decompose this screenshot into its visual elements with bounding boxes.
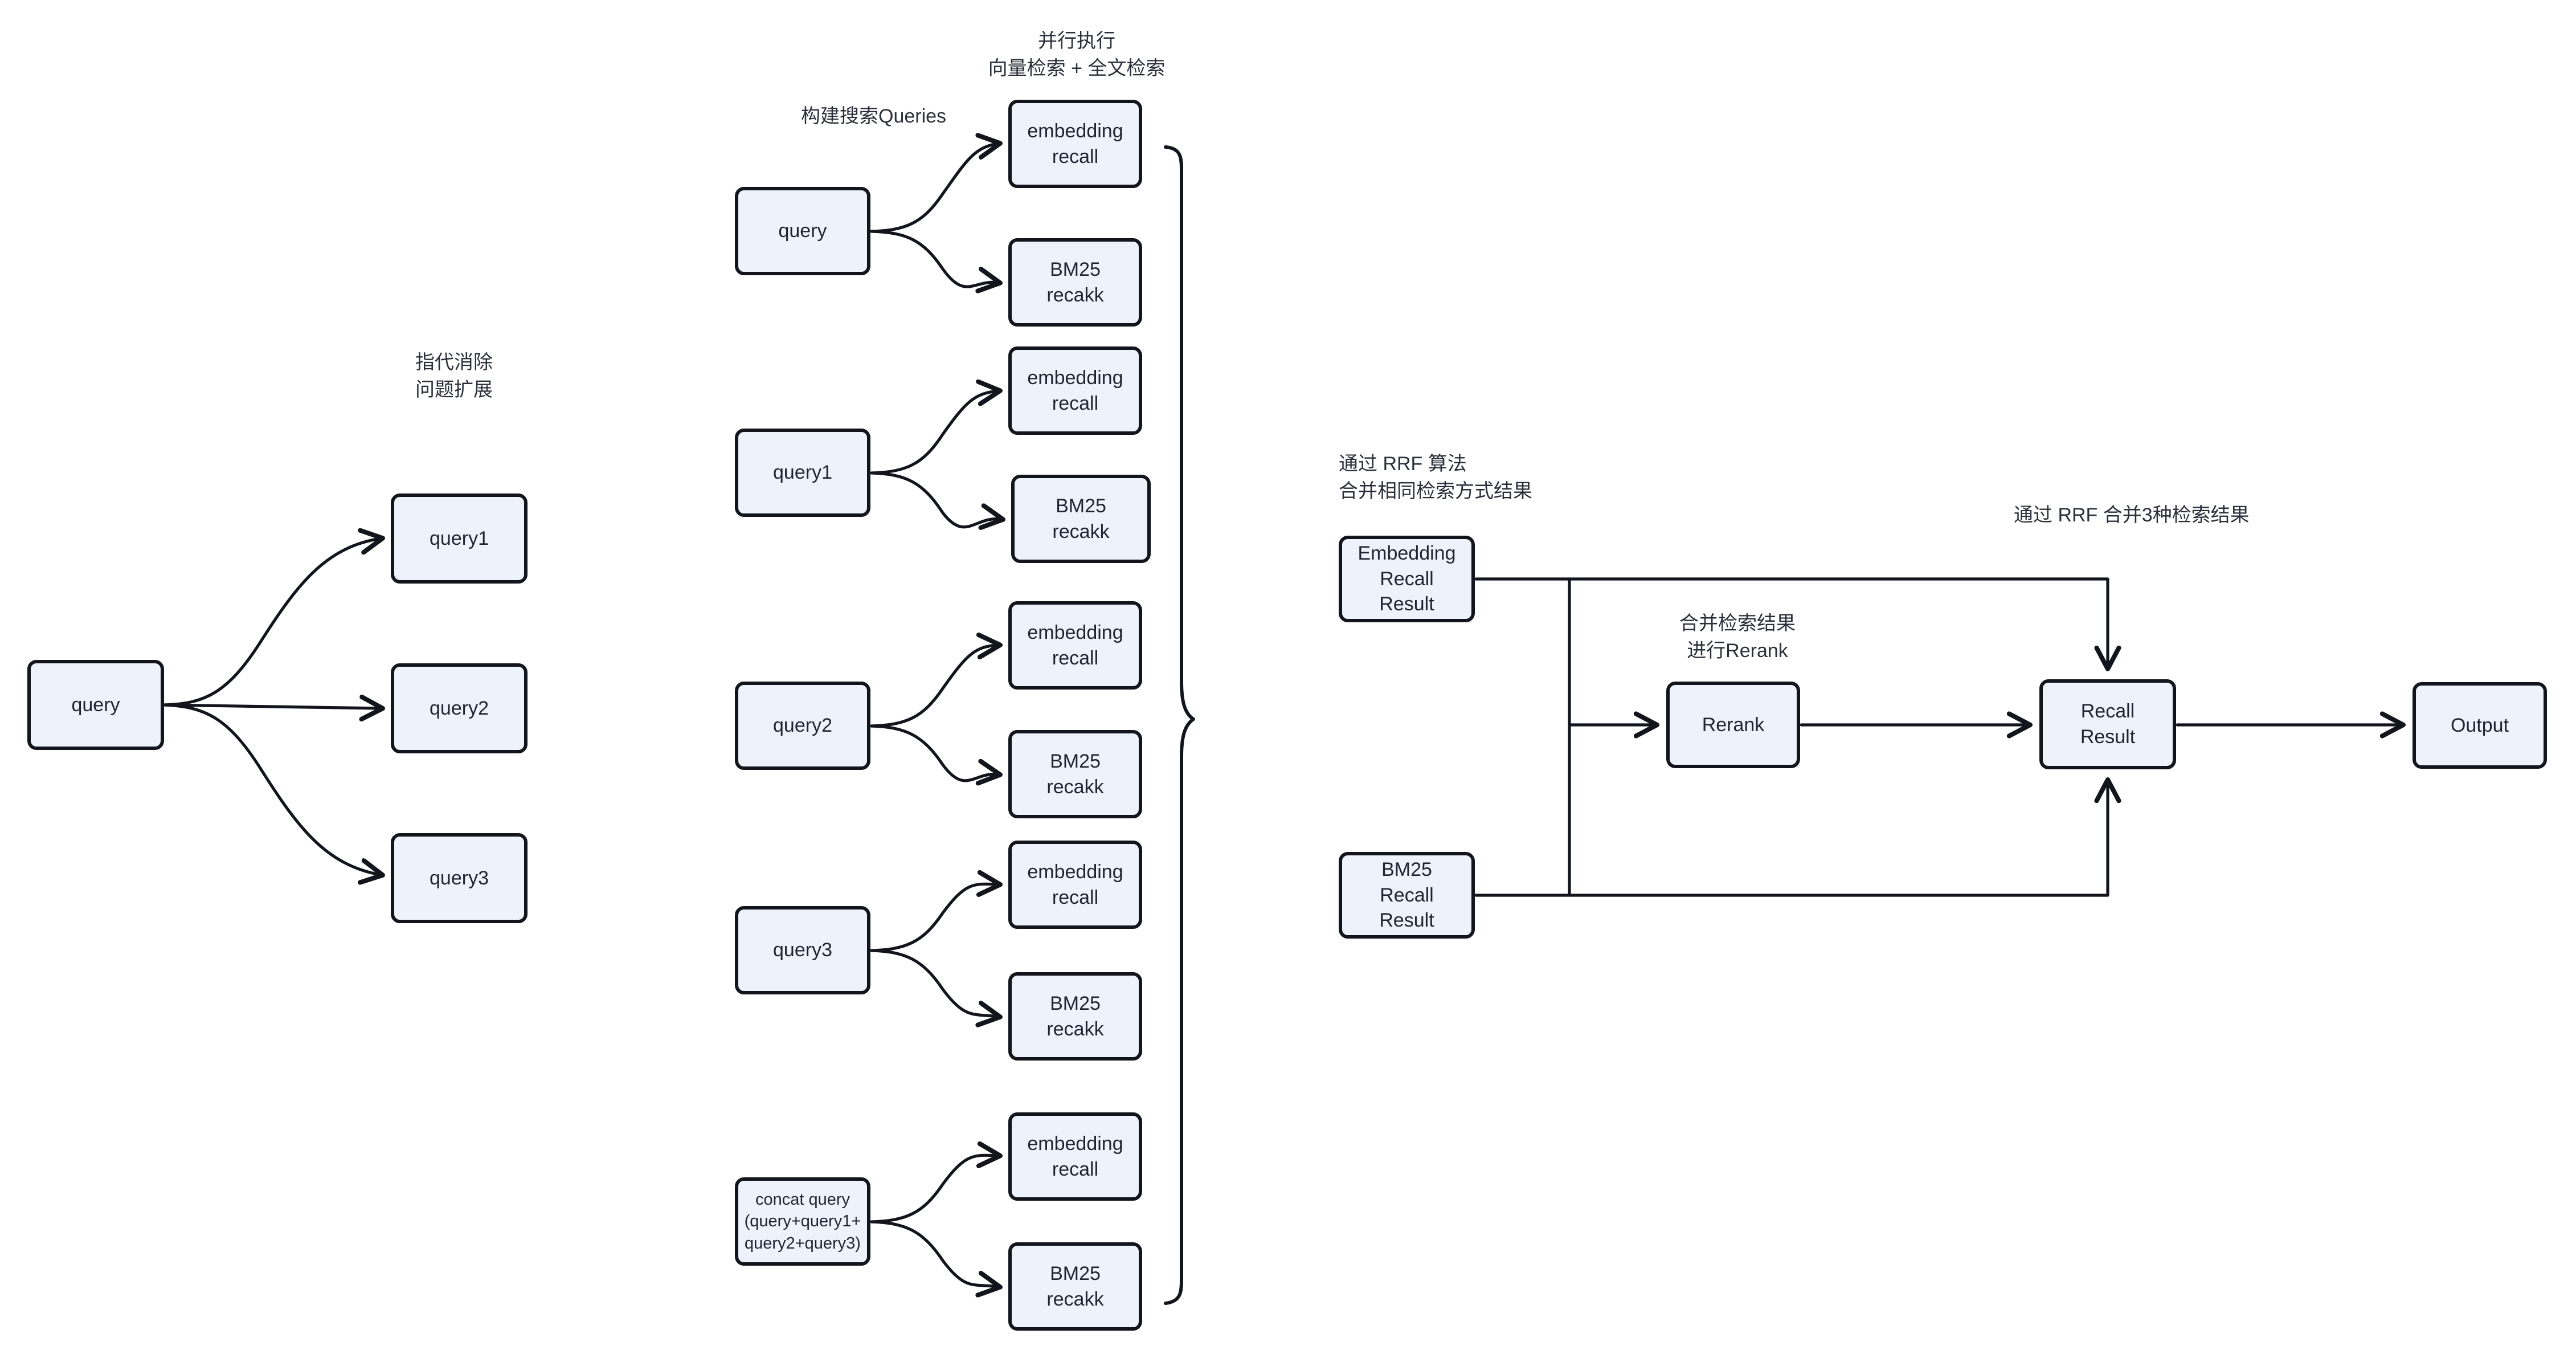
note-rrf-three: 通过 RRF 合并3种检索结果 [2014,504,2250,526]
node-bm25-3[interactable]: BM25 recakk [1008,730,1142,818]
node-query2-left[interactable]: query2 [391,663,528,753]
node-embedding-5[interactable]: embedding recall [1008,1112,1142,1201]
node-bm25-4[interactable]: BM25 recakk [1008,972,1142,1061]
edges-row-query1 [870,391,1001,527]
node-embedding-1[interactable]: embedding recall [1008,100,1142,188]
edges-row-query2 [870,645,998,781]
node-query1-left[interactable]: query1 [391,494,528,584]
node-query3-mid[interactable]: query3 [735,906,870,994]
note-rrf-same: 通过 RRF 算法 合并相同检索方式结果 [1339,453,1532,503]
node-bm25-recall-result[interactable]: BM25 Recall Result [1339,852,1475,939]
node-rerank[interactable]: Rerank [1666,682,1800,768]
edges-row-query [870,144,998,287]
node-bm25-5[interactable]: BM25 recakk [1008,1242,1142,1331]
edges-row-concat [870,1155,998,1287]
edges-row-query3 [870,884,998,1017]
node-query1-mid[interactable]: query1 [735,429,870,517]
edges-query-expansion [163,539,381,875]
node-output[interactable]: Output [2413,682,2547,769]
node-concat-query[interactable]: concat query (query+query1+ query2+query… [735,1177,870,1266]
node-query3-left[interactable]: query3 [391,833,528,923]
node-embedding-recall-result[interactable]: Embedding Recall Result [1339,536,1475,622]
node-query2-mid[interactable]: query2 [735,682,870,770]
note-build: 构建搜索Queries [801,105,947,127]
note-parallel: 并行执行 向量检索 + 全文检索 [988,30,1166,80]
node-embedding-3[interactable]: embedding recall [1008,601,1142,690]
node-embedding-2[interactable]: embedding recall [1008,346,1142,435]
node-embedding-4[interactable]: embedding recall [1008,841,1142,929]
edges-rrf-merge [1474,577,2401,897]
node-query-source[interactable]: query [27,660,164,750]
node-recall-result[interactable]: Recall Result [2039,679,2176,769]
node-bm25-1[interactable]: BM25 recakk [1008,238,1142,327]
note-rerank: 合并检索结果 进行Rerank [1679,613,1796,662]
brace-recall-group [1164,145,1195,1305]
note-coref: 指代消除 问题扩展 [415,352,493,401]
node-bm25-2[interactable]: BM25 recakk [1011,475,1151,563]
node-query-mid[interactable]: query [735,187,870,275]
